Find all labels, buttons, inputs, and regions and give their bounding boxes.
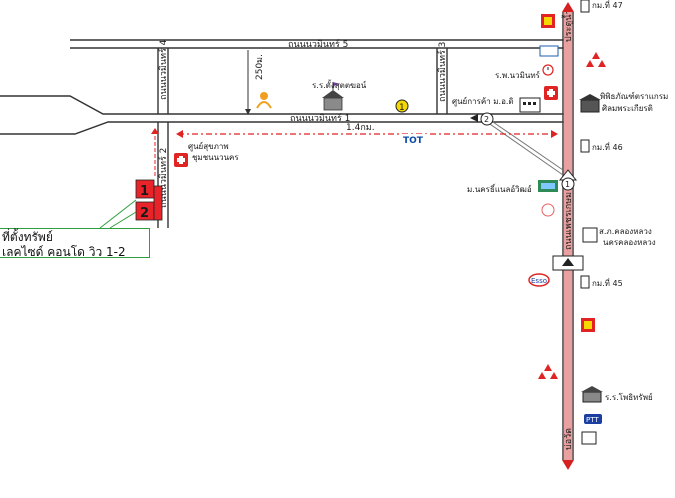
main-road-label: ถนนนวมินทร์ 1 [290, 112, 350, 124]
km45-label: กม.ที่ 45 [592, 277, 623, 288]
tot-logo: TOT [402, 134, 428, 146]
health-center-label-2: ชุมชนนวนคร [192, 153, 239, 162]
km45-marker [580, 275, 590, 289]
top-road-label: ถนนนวมินทร์ 5 [288, 38, 348, 50]
property-marker-2: 2 [135, 185, 163, 221]
svg-text:2: 2 [140, 206, 149, 221]
roundabout-2-icon: 2 [480, 112, 494, 126]
horizontal-distance-label: 1.4กม. [346, 123, 375, 133]
callout-title: ที่ตั้งทรัพย์ [2, 230, 53, 244]
right-road-top-label: ประตูน้ำ [561, 10, 574, 42]
museum-label-2: ศิลมพระเกียรติ [602, 104, 653, 113]
north-arrow [562, 2, 574, 12]
ptt-logo: PTT [584, 414, 602, 424]
km46-marker [580, 139, 590, 153]
km47-marker [580, 0, 590, 13]
direction-marker [470, 114, 478, 122]
property-callout: ที่ตั้งทรัพย์ เลคไซด์ คอนโด วิว 1-2 [0, 228, 150, 259]
playground-icon [256, 92, 272, 109]
museum-label: พิพิธภัณฑ์ตราแกรม [600, 91, 668, 101]
south-arrow [562, 460, 574, 470]
vertical-distance-label: 250ม. [255, 54, 265, 80]
police-label-2: นครคลองหลวง [603, 238, 656, 247]
right-road-bottom-label: บ่อวัด [564, 428, 574, 450]
left-road-upper-label: ถนนนวมินทร์ 4 [157, 39, 169, 100]
police-station-marker [582, 227, 598, 243]
top-road [70, 39, 572, 49]
km47-label: กม.ที่ 47 [592, 0, 623, 10]
top-shop-icon [541, 14, 555, 28]
building-icon [519, 97, 541, 113]
health-center-icon [174, 153, 188, 167]
svg-text:1: 1 [399, 103, 405, 113]
mid-vertical-road [436, 48, 448, 114]
mitsubishi-icon-bottom [538, 364, 558, 379]
bank-icon [539, 45, 559, 57]
museum-icon [579, 94, 601, 113]
school-label: ร.ร.ตั้งสุตตฆอน์ [312, 79, 367, 90]
university-icon [538, 180, 558, 192]
property-marker-1: 1 [135, 179, 155, 199]
km46-label: กม.ที่ 46 [592, 141, 623, 152]
school-2-label: ร.ร.โพธิทรัพย์ [605, 392, 653, 402]
info-dot-icon: 1 [395, 99, 409, 113]
esso-logo: Esso [528, 273, 550, 287]
shell-icon [581, 318, 595, 332]
police-label: ส.ภ.คลองหลวง [599, 227, 652, 236]
school-2-icon [581, 386, 603, 403]
school-icon [322, 82, 344, 111]
connector-road [486, 121, 564, 176]
university-label: ม.นครธิ์แนลอ์วิฒอ์ [467, 183, 532, 194]
callout-subtitle: เลคไซด์ คอนโด วิว 1-2 [2, 245, 126, 259]
svg-text:1: 1 [140, 184, 149, 199]
svg-text:Esso: Esso [531, 277, 547, 285]
bridgestone-icon [541, 203, 555, 217]
hospital-top-icon [544, 86, 558, 100]
svg-text:2: 2 [484, 115, 489, 124]
health-center-label: ศูนย์สุขภาพ [188, 141, 229, 152]
mid-road-label: ถนนนวมินทร์ 3 [436, 42, 448, 102]
roundabout-1-icon: 1 [558, 169, 578, 191]
shopping-center-label: ศูนย์การค้า ม.อ.ดิ [452, 96, 514, 107]
west-road [0, 95, 160, 135]
bottom-building-icon [581, 431, 597, 445]
clock-icon [542, 64, 554, 76]
horizontal-dimension [176, 130, 558, 138]
callout-pointer [99, 199, 137, 229]
svg-text:TOT: TOT [403, 136, 424, 146]
hospital-top-label: ร.พ.นวมินทร์ [495, 70, 541, 80]
main-road [160, 113, 572, 123]
svg-text:PTT: PTT [586, 416, 599, 424]
overpass-icon [552, 255, 584, 271]
mitsubishi-icon-top [586, 52, 606, 67]
right-road-label: ถนนเพชรเกษม [564, 192, 574, 250]
right-highway [562, 12, 574, 460]
svg-text:1: 1 [565, 180, 570, 189]
